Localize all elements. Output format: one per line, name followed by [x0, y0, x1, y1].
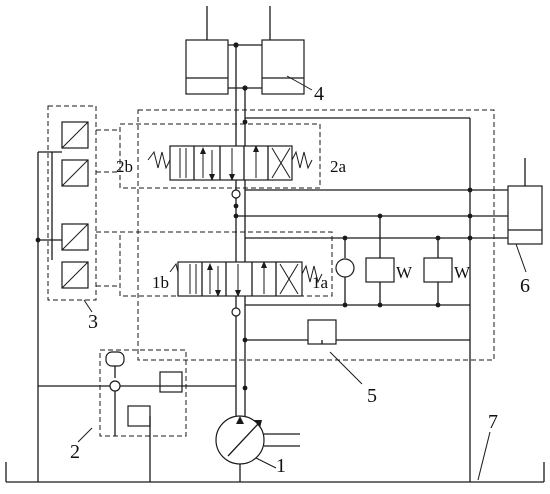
callout-6-leader — [515, 243, 527, 273]
pump-valve-group — [38, 349, 236, 456]
spring-mark-1: W — [396, 263, 413, 282]
valve-block-outline — [137, 109, 495, 361]
callout-3: 3 — [88, 311, 98, 333]
single-cylinder — [507, 158, 543, 245]
callout-4: 4 — [314, 83, 324, 105]
port-label-2a: 2a — [330, 157, 347, 176]
branch-circuits — [236, 117, 510, 345]
callout-1: 1 — [276, 455, 286, 477]
spring-mark-2: W — [454, 263, 471, 282]
callout-2-leader — [77, 427, 93, 443]
lower-directional-valve — [119, 231, 333, 297]
callout-3-leader — [83, 299, 93, 313]
callout-1-leader — [255, 457, 277, 469]
callout-6: 6 — [520, 275, 530, 297]
cylinder-pair — [185, 6, 305, 122]
callout-4-leader — [286, 75, 313, 91]
main-pressure-line — [231, 119, 248, 420]
port-label-2b: 2b — [116, 157, 133, 176]
return-lines — [37, 340, 471, 482]
callout-5-leader — [329, 351, 363, 385]
port-label-1a: 1a — [312, 273, 329, 292]
pilot-valve-group — [35, 105, 120, 402]
variable-pump — [215, 415, 300, 482]
callout-5: 5 — [367, 385, 377, 407]
callout-2: 2 — [70, 441, 80, 463]
port-label-1b: 1b — [152, 273, 169, 292]
upper-directional-valve — [119, 123, 321, 189]
tank-line — [5, 462, 545, 483]
callout-7-leader — [477, 431, 491, 481]
callout-7: 7 — [488, 411, 498, 433]
